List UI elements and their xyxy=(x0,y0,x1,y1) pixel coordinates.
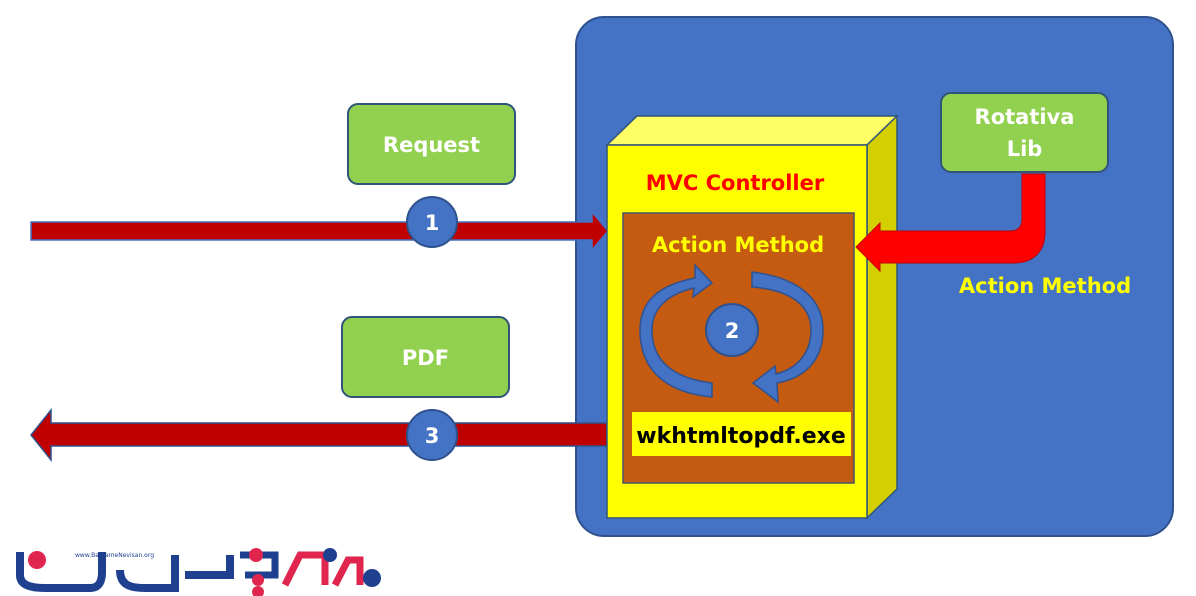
logo-stroke-red-1 xyxy=(281,551,329,587)
cycle-arrow-right xyxy=(751,271,824,404)
exe-label: wkhtmltopdf.exe xyxy=(636,424,845,449)
rotativa-label-line1: Rotativa xyxy=(975,105,1075,129)
controller-label: MVC Controller xyxy=(646,171,825,195)
cycle-arrows-icon xyxy=(639,263,824,404)
rotativa-label-line2: Lib xyxy=(1007,137,1043,161)
pdf-label: PDF xyxy=(402,346,449,370)
controller-side-face xyxy=(866,114,898,520)
step-2-number: 2 xyxy=(725,319,740,343)
request-label: Request xyxy=(383,133,480,157)
logo-stroke-blue-2 xyxy=(116,555,179,592)
step-2-badge xyxy=(705,303,759,357)
pdf-arrow xyxy=(30,407,608,463)
logo-stroke-blue-3 xyxy=(185,555,234,579)
rotativa-arrow xyxy=(855,173,1046,273)
logo-dot-red-left xyxy=(28,551,46,569)
logo-dot-blue-2 xyxy=(363,569,381,587)
cycle-arrow-left xyxy=(639,263,714,398)
logo-url: www.BarnameNevisan.org xyxy=(75,552,154,559)
barnamenevisan-logo: www.BarnameNevisan.org xyxy=(16,548,381,596)
action-method-outer-label: Action Method xyxy=(959,274,1131,298)
rotativa-box xyxy=(940,92,1109,173)
request-box xyxy=(347,103,516,185)
action-method-inner-label: Action Method xyxy=(652,233,824,257)
logo-stroke-red-2 xyxy=(331,556,364,587)
step-3-number: 3 xyxy=(425,424,440,448)
logo-dot-red-3 xyxy=(249,548,263,562)
step-1-badge xyxy=(406,196,458,248)
step-1-number: 1 xyxy=(425,211,440,235)
logo-dot-red-2 xyxy=(252,586,264,596)
step-3-badge xyxy=(406,409,458,461)
request-arrow xyxy=(30,209,609,253)
exe-box xyxy=(632,412,851,456)
logo-dot-blue-1 xyxy=(323,548,337,562)
logo-stroke-blue-1 xyxy=(16,552,106,592)
logo-dot-red-1 xyxy=(252,574,264,586)
pdf-box xyxy=(341,316,510,398)
controller-top-face xyxy=(605,115,899,146)
